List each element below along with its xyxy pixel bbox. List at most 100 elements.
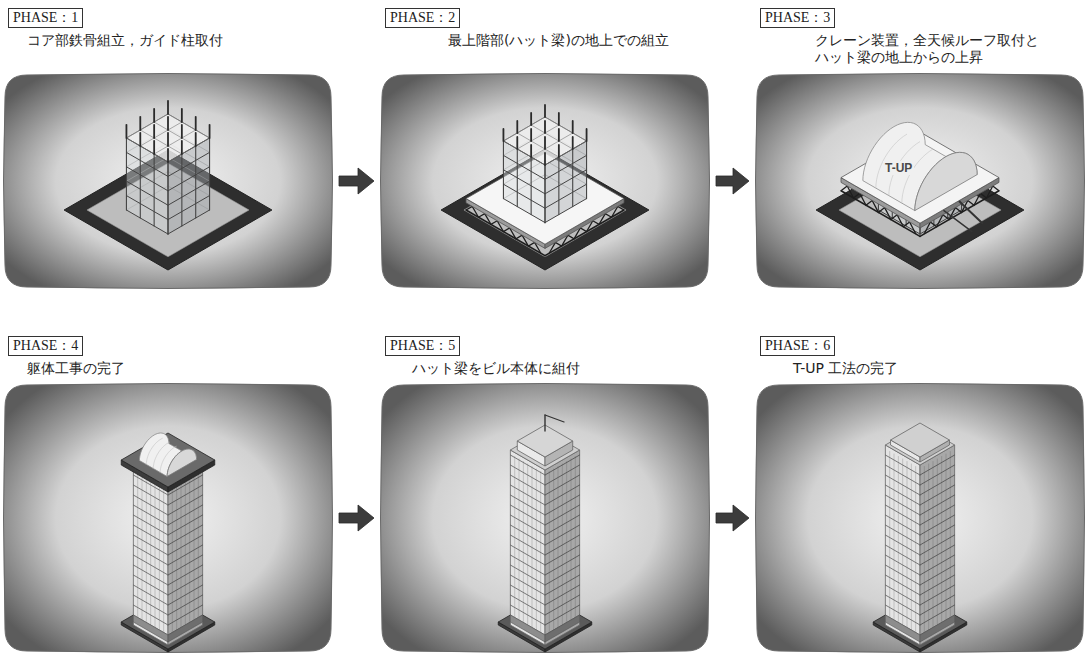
building-illustration [498,415,592,652]
screen [381,384,710,653]
floor-line [133,505,168,525]
frame-beam [503,117,545,141]
floor-line [168,555,203,575]
crane-jib [545,415,564,422]
frame-beam [168,152,210,176]
floor-line [885,485,920,505]
phase-label: PHASE：4 [8,336,83,356]
frame-column [140,146,141,218]
guide-column [167,101,169,114]
base-band [168,615,203,642]
screen [756,74,1085,289]
floor-line [545,525,580,545]
floor-line [510,475,545,495]
block-arrow [716,168,749,194]
guide-column [153,141,155,154]
floor-line [545,475,580,495]
frame-beam [126,138,168,162]
floor-line [168,545,203,565]
guide-column [126,125,128,138]
floor-line [920,485,955,505]
frame-beam [503,170,545,194]
floor-line [545,495,580,515]
building-illustration [816,122,1024,270]
box-face [466,153,624,244]
floor-line [510,545,545,565]
guide-column [503,129,505,141]
floor-line [510,525,545,545]
roof-surface [863,122,977,210]
guide-column [181,141,183,154]
base-band [545,615,580,642]
guide-column [544,137,546,149]
frame-column [195,146,196,218]
phase-label: PHASE：1 [8,8,83,28]
frame-beam [545,141,587,165]
base-band [885,615,920,642]
frame-slab [503,117,586,165]
frame-beam [126,114,168,138]
mullion [937,459,938,625]
frame-column [544,165,545,223]
floor-line [885,585,920,605]
floor-line [510,575,545,595]
building-illustration [441,105,649,270]
box-face [133,465,168,645]
floor-line [920,525,955,545]
mullion [941,457,942,623]
floor-line [510,465,545,485]
floor-line [133,585,168,605]
frame-beam [154,122,196,146]
phase-label: PHASE：2 [385,8,460,28]
mullion [180,482,181,628]
floor-line [545,505,580,525]
frame-beam [168,138,210,162]
phase-panel: PHASE：1 コア部鉄骨組立，ガイド柱取付 [5,6,331,288]
frame-column [531,157,532,215]
block-arrow [339,168,374,194]
frame-beam [168,196,210,220]
floor-line [885,505,920,525]
floor-line [545,565,580,585]
frame-beam [168,138,210,162]
frame-column [544,165,545,223]
floor-line [545,545,580,565]
guide-column [516,121,518,133]
guide-column [181,125,183,138]
guide-column [544,105,546,117]
guide-column [530,113,532,125]
frame-beam [140,122,182,146]
mullion [193,474,194,620]
floor-line [545,575,580,595]
frame-column [181,154,182,226]
floor-line [545,585,580,605]
mullion [894,454,895,620]
floor-line [885,495,920,515]
floor-line [133,595,168,615]
screen [381,74,710,289]
floor-line [133,535,168,555]
mullion [163,487,164,633]
mullion [902,459,903,625]
floor-line [920,585,955,605]
floor-line [920,495,955,515]
floor-line [510,535,545,555]
floor-line [168,535,203,555]
screen [756,384,1085,653]
floor-line [885,515,920,535]
floor-line [920,465,955,485]
phase-caption: コア部鉄骨組立，ガイド柱取付 [27,32,327,49]
frame-column [517,149,518,207]
phase-caption: 躯体工事の完了 [27,360,327,377]
frame-beam [126,196,168,220]
building-illustration [64,101,272,270]
phase-caption: T-UP 工法の完了 [793,360,1079,377]
guide-column [167,149,169,162]
floor-line [885,465,920,485]
box-face [891,423,950,457]
floor-line [545,535,580,555]
block-arrow [716,505,749,531]
frame-column [586,141,587,199]
floor-line [920,475,955,495]
